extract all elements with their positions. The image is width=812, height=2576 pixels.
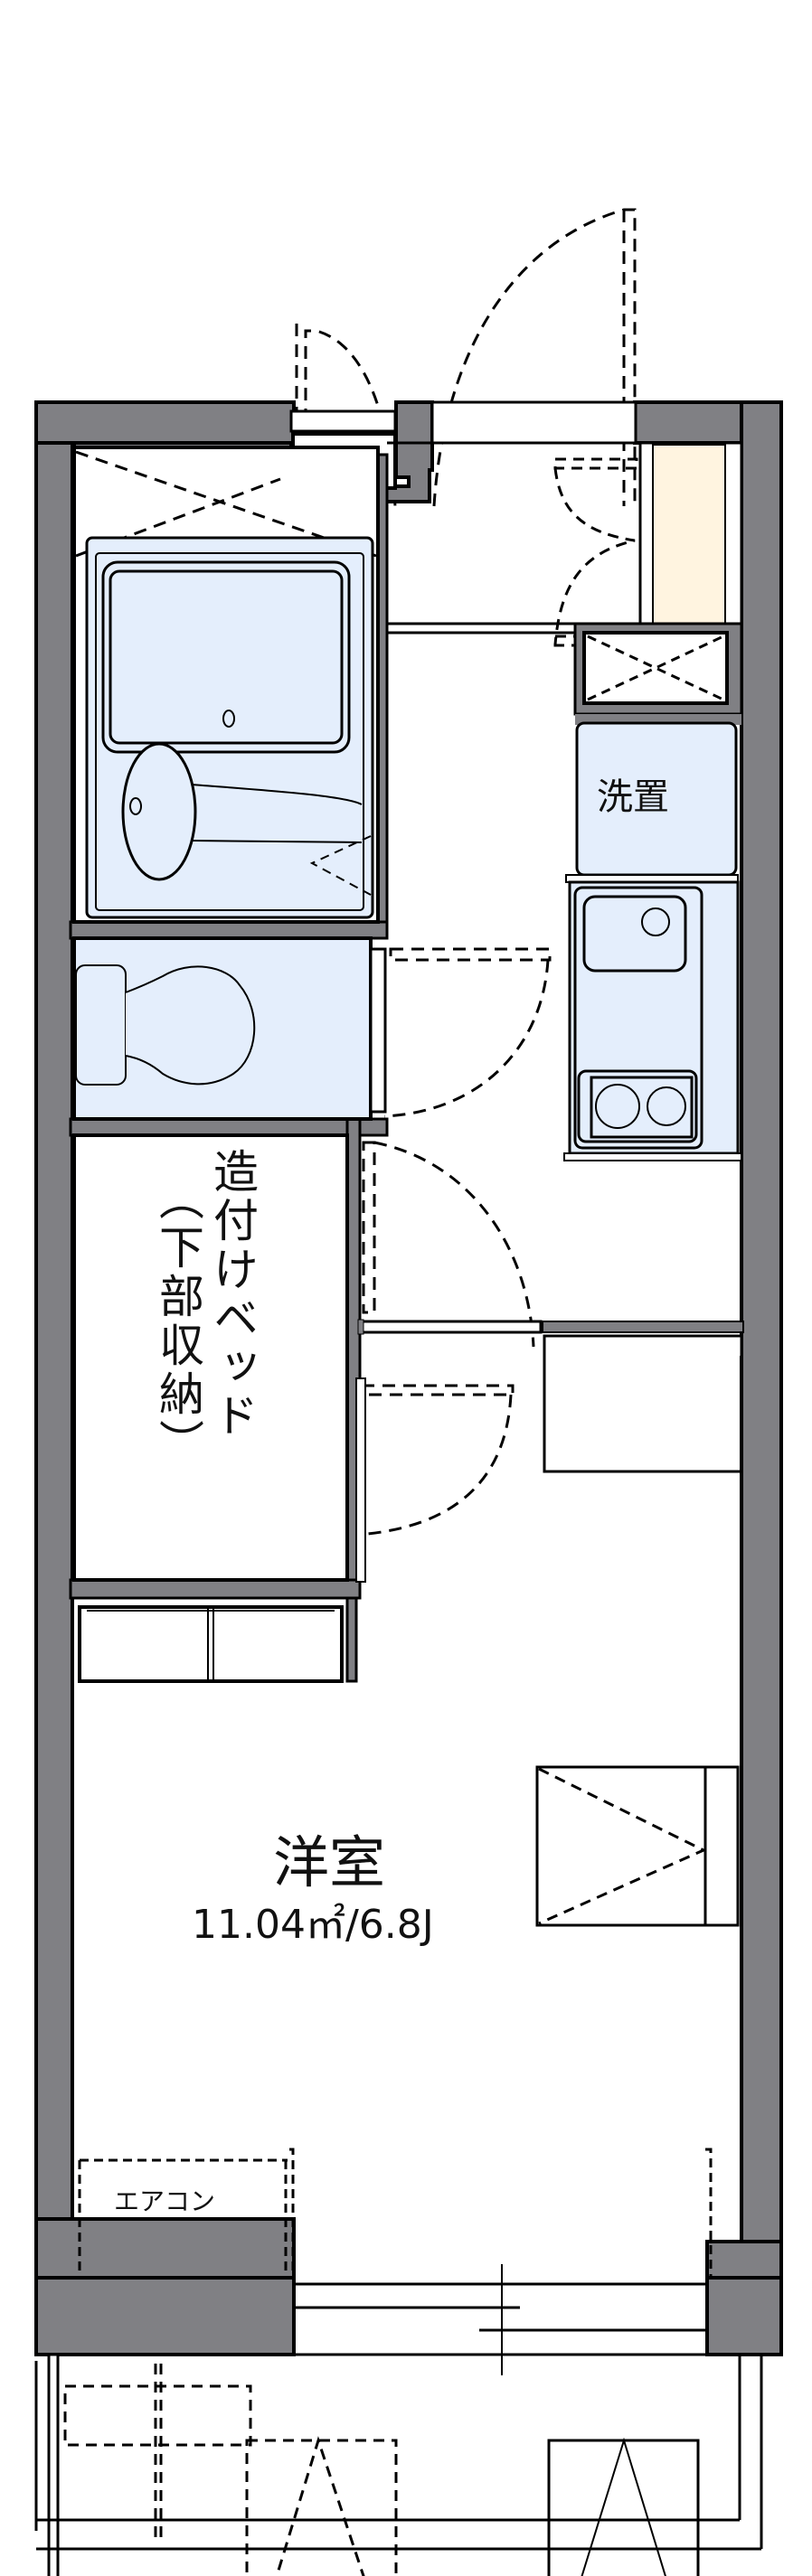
western-room-label: 洋室 <box>273 1829 386 1895</box>
washer-space-label: 洗置 <box>597 776 669 818</box>
built-in-bed-sublabel: （下部収納） <box>152 1175 204 1468</box>
sliding-window <box>292 2264 707 2375</box>
western-room-area: 11.04㎡/6.8J <box>192 1902 434 1948</box>
balcony <box>34 2353 763 2576</box>
pipe-shaft <box>573 622 743 716</box>
kitchen-counter <box>563 874 742 1161</box>
closet <box>78 1605 344 1683</box>
toilet-room <box>72 936 552 1121</box>
fridge-space <box>543 1334 743 1473</box>
bathroom <box>72 446 380 924</box>
air-conditioner-label: エアコン <box>114 2186 216 2216</box>
storage-box <box>535 1765 740 1927</box>
built-in-bed <box>72 1133 349 1582</box>
built-in-bed-label: 造付けベッド <box>206 1148 259 1441</box>
